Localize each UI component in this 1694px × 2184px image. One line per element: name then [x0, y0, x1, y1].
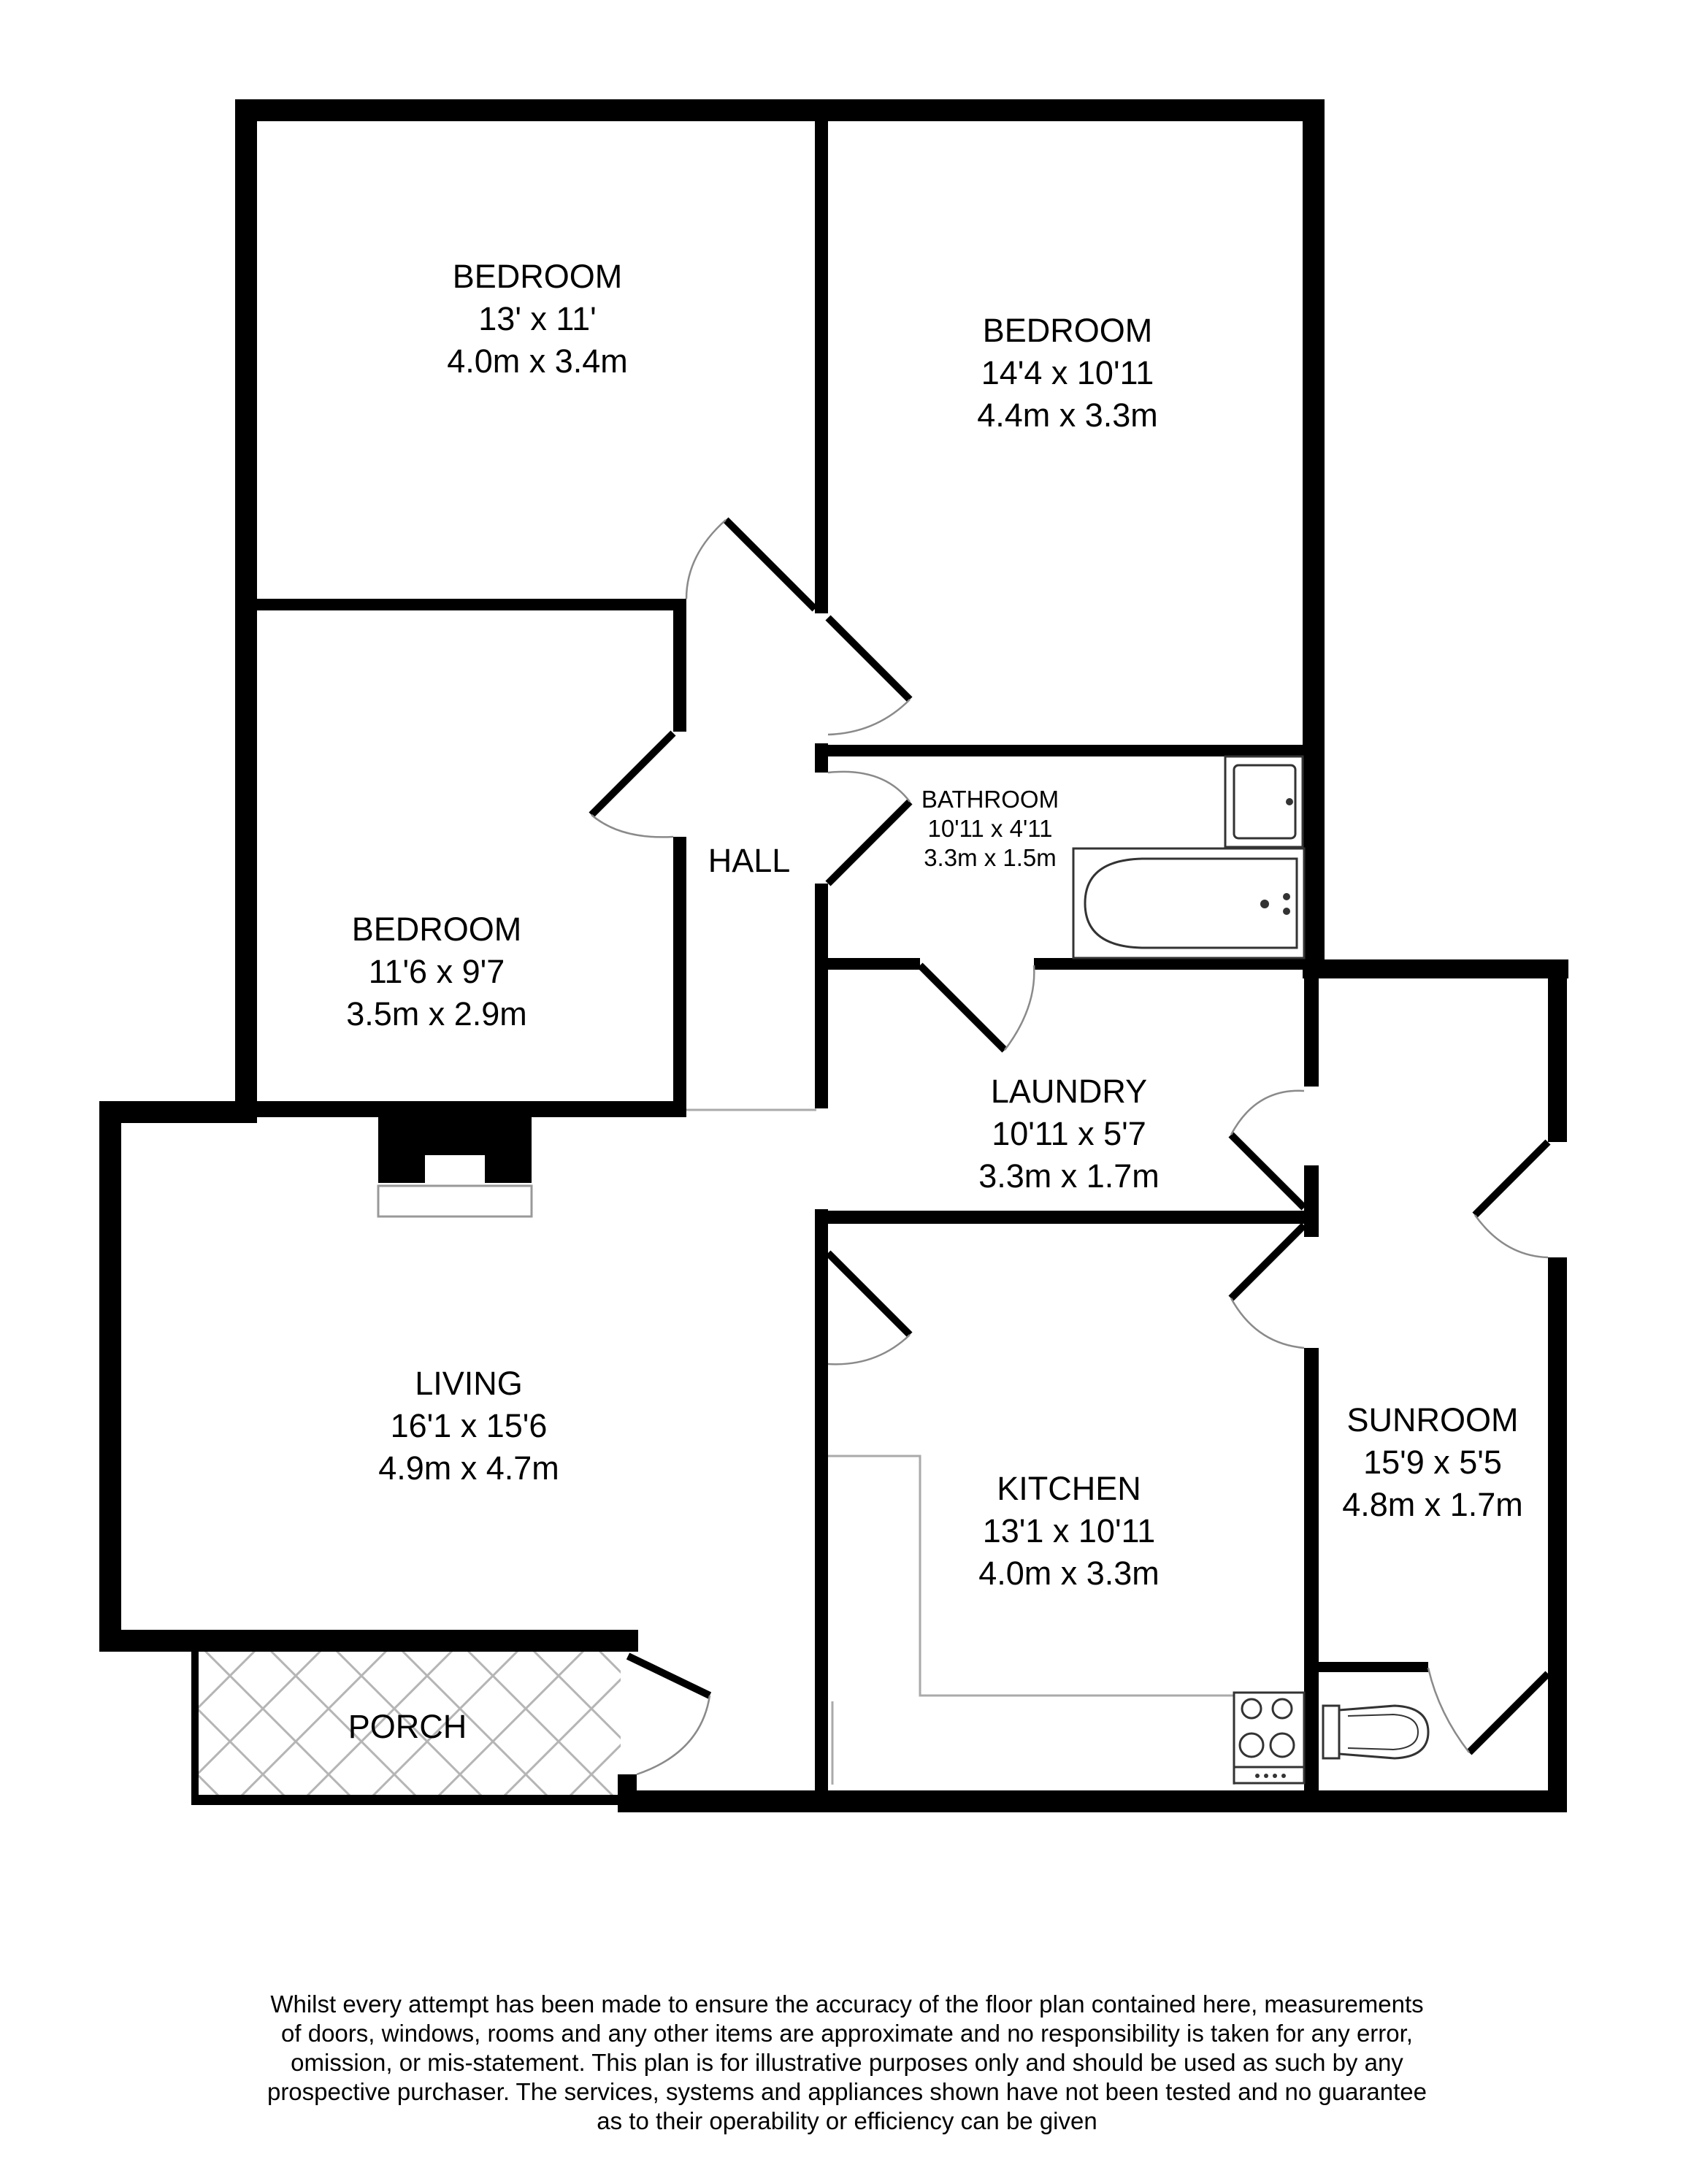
porch-name: PORCH [348, 1708, 467, 1745]
stove [1233, 1691, 1306, 1785]
doors [589, 517, 1551, 1776]
laundry-metric: 3.3m x 1.7m [978, 1157, 1160, 1195]
bedroom-1-imperial: 13' x 11' [478, 300, 596, 337]
bedroom-3-metric: 3.5m x 2.9m [346, 995, 527, 1032]
interior-walls [248, 117, 1428, 1795]
exterior-walls [99, 99, 1568, 1812]
laundry-name: LAUNDRY [991, 1073, 1147, 1110]
living-name: LIVING [415, 1365, 523, 1402]
kitchen-metric: 4.0m x 3.3m [978, 1555, 1160, 1592]
basin [1224, 755, 1304, 848]
bedroom-2-name: BEDROOM [983, 312, 1153, 349]
kitchen-name: KITCHEN [997, 1470, 1141, 1507]
bedroom-3-name: BEDROOM [352, 911, 522, 948]
bathroom-name: BATHROOM [921, 786, 1059, 813]
living-imperial: 16'1 x 15'6 [391, 1407, 548, 1444]
room-label-bedroom-3: BEDROOM 11'6 x 9'7 3.5m x 2.9m [346, 911, 527, 1032]
room-label-bathroom: BATHROOM 10'11 x 4'11 3.3m x 1.5m [921, 786, 1059, 871]
room-label-living: LIVING 16'1 x 15'6 4.9m x 4.7m [378, 1365, 559, 1487]
hall-name: HALL [708, 842, 791, 879]
sunroom-name: SUNROOM [1347, 1401, 1519, 1438]
bathtub [1072, 847, 1306, 959]
kitchen-imperial: 13'1 x 10'11 [983, 1512, 1156, 1549]
sunroom-imperial: 15'9 x 5'5 [1363, 1444, 1502, 1481]
porch-area [191, 1652, 621, 1805]
bedroom-2-metric: 4.4m x 3.3m [977, 396, 1158, 434]
toilet [1322, 1704, 1430, 1760]
living-metric: 4.9m x 4.7m [378, 1449, 559, 1487]
room-label-kitchen: KITCHEN 13'1 x 10'11 4.0m x 3.3m [978, 1470, 1160, 1592]
room-label-laundry: LAUNDRY 10'11 x 5'7 3.3m x 1.7m [978, 1073, 1160, 1195]
bedroom-1-name: BEDROOM [453, 258, 623, 295]
bedroom-2-imperial: 14'4 x 10'11 [981, 354, 1154, 391]
room-label-bedroom-1: BEDROOM 13' x 11' 4.0m x 3.4m [447, 258, 628, 380]
bedroom-1-metric: 4.0m x 3.4m [447, 342, 628, 380]
fireplace [377, 1117, 533, 1218]
disclaimer-text: Whilst every attempt has been made to en… [267, 1990, 1427, 2134]
sunroom-metric: 4.8m x 1.7m [1342, 1486, 1523, 1523]
bathroom-imperial: 10'11 x 4'11 [927, 815, 1052, 842]
bathroom-metric: 3.3m x 1.5m [924, 844, 1057, 871]
room-label-sunroom: SUNROOM 15'9 x 5'5 4.8m x 1.7m [1342, 1401, 1523, 1523]
room-label-bedroom-2: BEDROOM 14'4 x 10'11 4.4m x 3.3m [977, 312, 1158, 434]
laundry-imperial: 10'11 x 5'7 [992, 1115, 1146, 1152]
bedroom-3-imperial: 11'6 x 9'7 [369, 953, 505, 990]
